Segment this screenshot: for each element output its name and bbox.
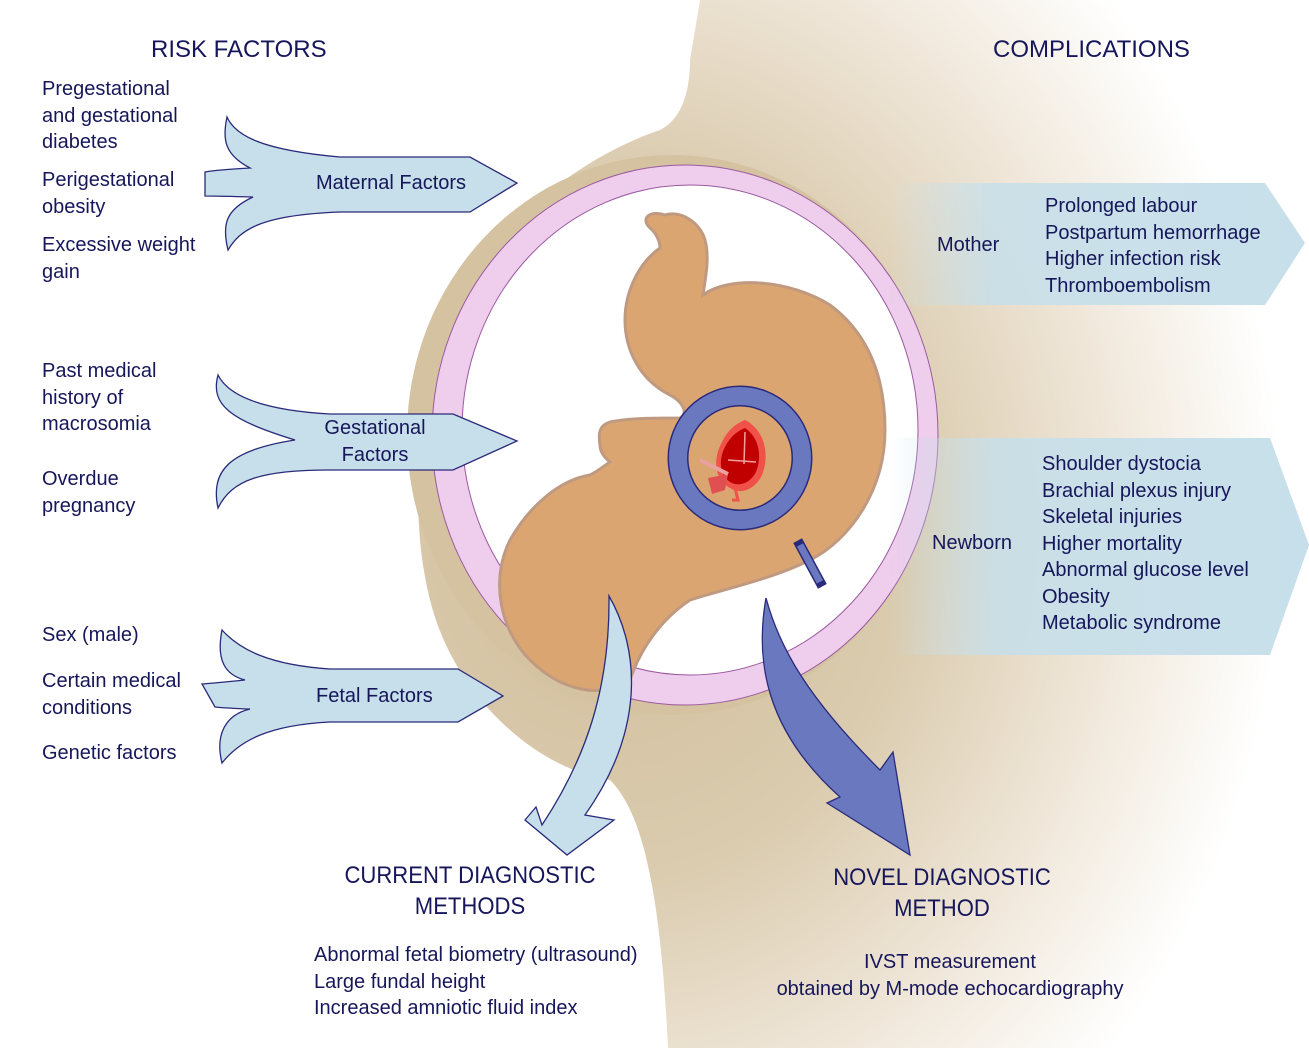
fetus-silhouette — [498, 212, 887, 692]
complication-item: Obesity — [1042, 585, 1110, 608]
complication-item: Higher infection risk — [1045, 248, 1221, 270]
risk-item: Excessive weight gain — [42, 234, 196, 283]
mother-complications-list: Prolonged labour Postpartum hemorrhage H… — [1045, 193, 1261, 299]
mother-label: Mother — [937, 234, 1000, 256]
complication-item: Abnormal glucose level — [1042, 559, 1249, 581]
fetal-factors-label: Fetal Factors — [316, 685, 433, 707]
magnifying-glass-icon — [667, 385, 827, 589]
diagnostic-item: IVST measurement — [864, 951, 1036, 973]
novel-diagnostic-arrow — [761, 597, 911, 857]
newborn-complications-list: Shoulder dystocia Brachial plexus injury… — [1042, 451, 1249, 637]
diagnostic-item: obtained by M-mode echocardiography — [776, 977, 1124, 1000]
gestational-factors-arrow — [215, 373, 519, 510]
diagnostic-item: Abnormal fetal biometry (ultrasound) — [314, 944, 638, 966]
risk-item: Past medical history of macrosomia — [42, 360, 157, 435]
current-diagnostic-list: Abnormal fetal biometry (ultrasound) Lar… — [314, 942, 637, 1022]
risk-item: Sex (male) — [42, 624, 139, 646]
risk-item: Certain medical conditions — [42, 670, 181, 719]
risk-item: Overdue pregnancy — [42, 468, 136, 517]
complication-item: Skeletal injuries — [1042, 506, 1183, 528]
gestational-factors-label: Gestational Factors — [324, 417, 426, 466]
current-diagnostic-title: CURRENT DIAGNOSTIC METHODS — [344, 862, 596, 920]
maternal-factors-arrow — [204, 114, 519, 252]
complication-item: Shoulder dystocia — [1042, 453, 1201, 475]
complication-item: Thromboembolism — [1045, 274, 1211, 297]
fetal-factors-arrow — [200, 628, 505, 765]
novel-diagnostic-list: IVST measurement obtained by M-mode echo… — [740, 949, 1160, 1002]
newborn-complication-arrow — [890, 438, 1309, 655]
risk-item: Perigestational obesity — [42, 169, 175, 218]
complication-item: Brachial plexus injury — [1042, 479, 1231, 502]
complication-item: Postpartum hemorrhage — [1045, 221, 1261, 244]
novel-diagnostic-title: NOVEL DIAGNOSTIC METHOD — [833, 864, 1051, 922]
risk-item: Pregestational and gestational diabetes — [42, 78, 178, 153]
complications-header: COMPLICATIONS — [993, 36, 1190, 63]
complication-item: Prolonged labour — [1045, 195, 1198, 217]
risk-item: Genetic factors — [42, 742, 177, 764]
maternal-factors-label: Maternal Factors — [316, 172, 467, 194]
current-diagnostic-arrow — [524, 593, 633, 856]
diagnostic-item: Large fundal height — [314, 970, 486, 993]
mother-complication-arrow — [890, 183, 1305, 305]
newborn-label: Newborn — [932, 532, 1013, 554]
diagnostic-item: Increased amniotic fluid index — [314, 997, 578, 1019]
complication-item: Higher mortality — [1042, 532, 1183, 555]
fetal-heart-icon — [699, 420, 766, 502]
complication-item: Metabolic syndrome — [1042, 612, 1221, 634]
risk-factors-header: RISK FACTORS — [151, 36, 327, 63]
